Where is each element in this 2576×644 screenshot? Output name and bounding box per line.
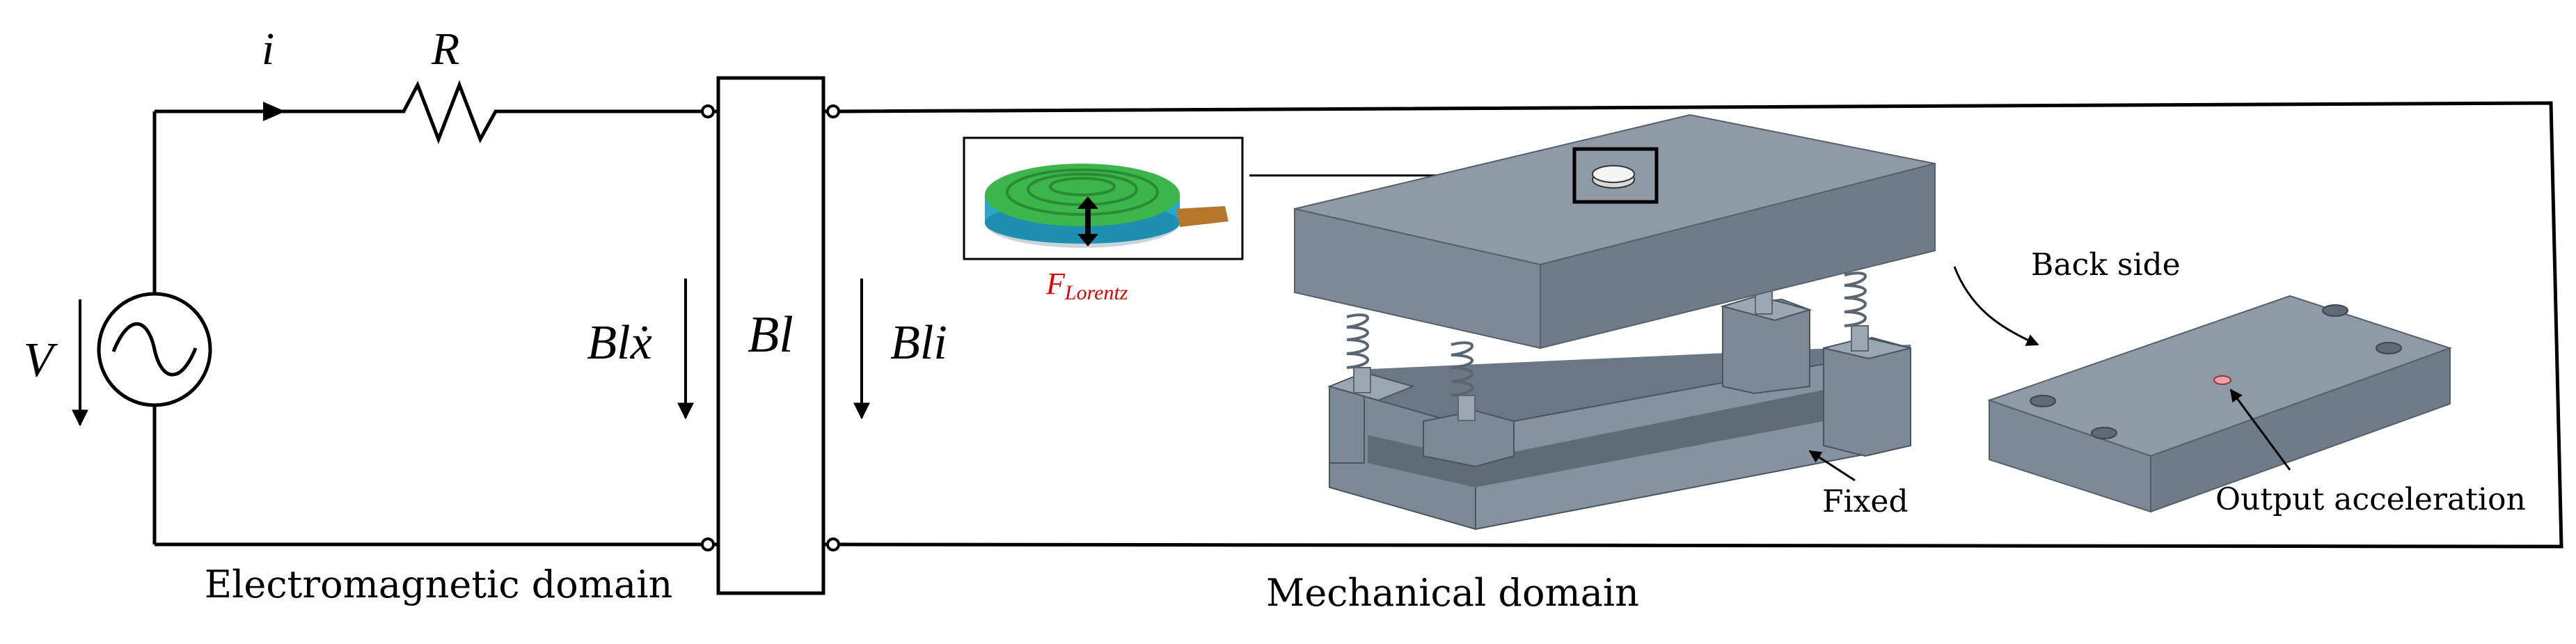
mounted-coil — [1572, 147, 1659, 204]
terminal-left-bottom — [701, 537, 715, 551]
lorentz-force-subscript: Lorentz — [1064, 281, 1128, 304]
circuit — [97, 80, 705, 547]
fixed-arrow — [1808, 450, 1856, 482]
spring-posts — [1353, 288, 1869, 421]
terminal-left-top — [701, 104, 715, 118]
moving-mass — [1294, 113, 1936, 350]
shaker-assembly — [1294, 113, 1936, 531]
transducer-box — [716, 76, 825, 595]
fixed-base — [1327, 294, 1911, 531]
voice-coil-inset — [963, 136, 1244, 260]
plate-holes — [2030, 304, 2402, 439]
lorentz-force-label: FLorentz — [1045, 267, 1128, 304]
current-label: i — [262, 24, 274, 74]
current-arrow-icon — [263, 102, 285, 121]
terminal-right-top — [826, 104, 840, 118]
back-emf-label: Blẋ — [587, 316, 651, 370]
electromagnetic-domain-label: Electromagnetic domain — [205, 563, 673, 606]
back-side-label: Back side — [2031, 247, 2181, 283]
transducer-label: Bl — [748, 306, 793, 363]
resistor-label: R — [431, 24, 459, 74]
output-acceleration-arrow — [2229, 388, 2291, 471]
force-label: Bli — [890, 316, 947, 370]
voltage-label: V — [24, 333, 58, 387]
terminal-right-bottom — [826, 537, 840, 551]
ac-wave-icon — [111, 322, 198, 377]
accelerometer-icon — [2213, 375, 2231, 385]
ac-source — [97, 292, 212, 407]
fixed-label: Fixed — [1822, 484, 1909, 519]
springs — [1346, 272, 1867, 397]
output-acceleration-label: Output acceleration — [2215, 482, 2526, 517]
back-side-arrow — [1953, 266, 2039, 346]
lorentz-force-symbol: F — [1045, 267, 1066, 301]
resistor — [390, 80, 508, 144]
coil-highlight-box — [1572, 147, 1659, 204]
mechanical-frame — [838, 101, 2563, 549]
mechanical-domain-label: Mechanical domain — [1266, 571, 1639, 615]
back-plate — [1986, 294, 2453, 513]
